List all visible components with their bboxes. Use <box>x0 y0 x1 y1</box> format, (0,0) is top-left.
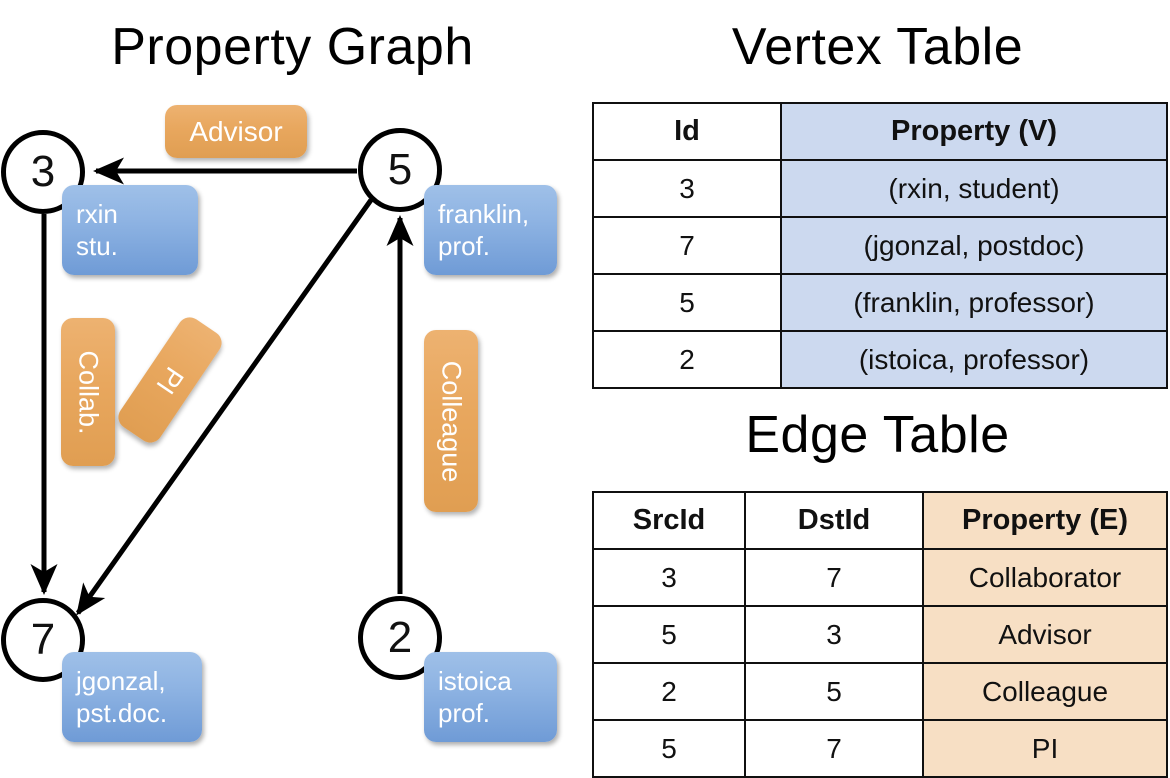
edge-label-colleague: Colleague <box>424 330 478 512</box>
page-title-property-graph: Property Graph <box>111 18 474 76</box>
edge-cell-dst: 5 <box>744 662 924 721</box>
edge-table-header-dstid: DstId <box>744 491 924 550</box>
edge-cell-dst: 3 <box>744 605 924 664</box>
edge-cell-property: Colleague <box>922 662 1168 721</box>
vertex-label-2-line2: prof. <box>438 698 491 728</box>
edge-label-advisor: Advisor <box>165 105 307 158</box>
vertex-label-5: franklin, prof. <box>424 185 557 275</box>
table-row: 2 (istoica, professor) <box>592 330 1168 389</box>
vertex-label-3: rxin stu. <box>62 185 198 275</box>
edge-cell-src: 3 <box>592 548 746 607</box>
vertex-table: Id Property (V) 3 (rxin, student) 7 (jgo… <box>592 102 1168 389</box>
graph-node-5[interactable]: 5 <box>358 128 442 212</box>
table-row: 5 7 PI <box>592 719 1168 778</box>
vertex-table-header-id: Id <box>592 102 782 161</box>
vertex-cell-property: (jgonzal, postdoc) <box>780 216 1168 275</box>
slide-canvas: Property Graph Vertex Table Edge Table A… <box>1 18 1168 778</box>
vertex-label-5-line2: prof. <box>438 231 491 261</box>
graph-edges-canvas <box>30 157 414 616</box>
vertex-cell-id: 5 <box>592 273 782 332</box>
table-row: 5 (franklin, professor) <box>592 273 1168 332</box>
edge-cell-src: 5 <box>592 605 746 664</box>
edge-cell-property: Collaborator <box>922 548 1168 607</box>
vertex-label-3-line1: rxin <box>76 199 118 229</box>
page-title-vertex-table: Vertex Table <box>731 18 1024 76</box>
vertex-cell-id: 2 <box>592 330 782 389</box>
vertex-cell-property: (rxin, student) <box>780 159 1168 218</box>
edge-cell-property: Advisor <box>922 605 1168 664</box>
table-row: 2 5 Colleague <box>592 662 1168 721</box>
edge-cell-property: PI <box>922 719 1168 778</box>
edge-table: SrcId DstId Property (E) 3 7 Collaborato… <box>592 491 1168 778</box>
edge-cell-src: 2 <box>592 662 746 721</box>
edge-label-collab: Collab. <box>61 318 115 466</box>
edge-label-advisor-text: Advisor <box>189 115 283 147</box>
vertex-label-2-line1: istoica <box>438 666 512 696</box>
edge-table-header-property: Property (E) <box>922 491 1168 550</box>
edge-cell-src: 5 <box>592 719 746 778</box>
vertex-label-7-line2: pst.doc. <box>76 698 168 728</box>
table-header-row: SrcId DstId Property (E) <box>592 491 1168 550</box>
vertex-label-7: jgonzal, pst.doc. <box>62 652 202 742</box>
edge-cell-dst: 7 <box>744 548 924 607</box>
vertex-label-5-line1: franklin, <box>438 199 530 229</box>
table-row: 3 7 Collaborator <box>592 548 1168 607</box>
graph-node-2[interactable]: 2 <box>358 596 442 680</box>
edge-table-header-srcid: SrcId <box>592 491 746 550</box>
vertex-cell-id: 7 <box>592 216 782 275</box>
table-row: 7 (jgonzal, postdoc) <box>592 216 1168 275</box>
table-header-row: Id Property (V) <box>592 102 1168 161</box>
edge-label-pi-text: PI <box>150 361 190 400</box>
vertex-cell-property: (franklin, professor) <box>780 273 1168 332</box>
table-row: 5 3 Advisor <box>592 605 1168 664</box>
vertex-label-2: istoica prof. <box>424 652 557 742</box>
vertex-cell-id: 3 <box>592 159 782 218</box>
edge-label-collab-text: Collab. <box>73 349 104 435</box>
table-row: 3 (rxin, student) <box>592 159 1168 218</box>
vertex-table-header-property: Property (V) <box>780 102 1168 161</box>
vertex-label-7-line1: jgonzal, <box>76 666 166 696</box>
vertex-cell-property: (istoica, professor) <box>780 330 1168 389</box>
page-title-edge-table: Edge Table <box>745 406 1010 464</box>
vertex-label-3-line2: stu. <box>76 231 118 261</box>
edge-cell-dst: 7 <box>744 719 924 778</box>
edge-label-colleague-text: Colleague <box>436 360 467 482</box>
edge-5-to-7 <box>75 198 374 616</box>
